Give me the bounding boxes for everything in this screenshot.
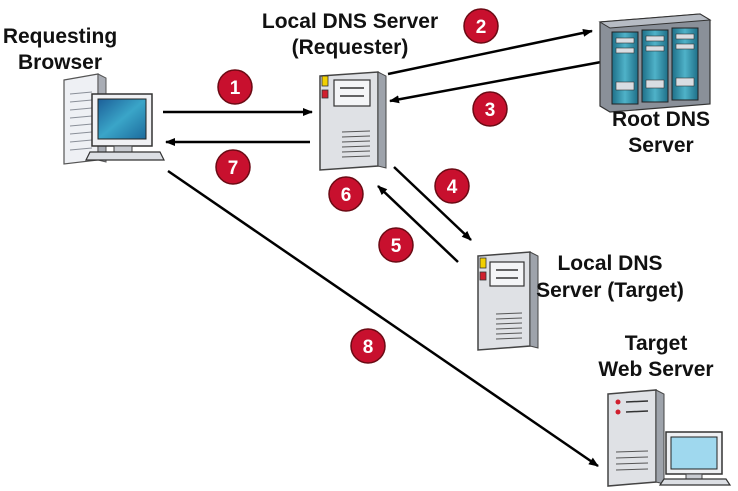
label-line: Local DNS <box>557 252 662 275</box>
step-number: 8 <box>363 337 374 358</box>
step-number: 6 <box>341 185 352 206</box>
label-line: Local DNS Server <box>262 10 438 33</box>
label-line: Root DNS <box>612 108 710 131</box>
step-badge-7: 7 <box>215 149 251 185</box>
step-badge-6: 6 <box>328 176 364 212</box>
arrow-step-2 <box>387 28 593 76</box>
step-badge-3: 3 <box>472 91 508 127</box>
label-target-web-server: Target Web Server <box>598 332 713 381</box>
arrow-step-8 <box>167 169 599 468</box>
arrow-step-4 <box>393 166 472 241</box>
server-with-monitor-icon <box>607 389 732 487</box>
step-badge-8: 8 <box>350 328 386 364</box>
arrow-step-3 <box>389 58 613 104</box>
label-line: Web Server <box>598 358 713 381</box>
step-badge-1: 1 <box>217 69 253 105</box>
label-requesting-browser: Requesting Browser <box>3 25 117 74</box>
label-line: Target <box>625 332 688 355</box>
label-local-dns-requester: Local DNS Server (Requester) <box>262 10 438 59</box>
step-number: 3 <box>485 100 496 121</box>
label-line: Server <box>628 134 693 157</box>
server-tower-icon <box>477 251 539 351</box>
step-badge-4: 4 <box>434 168 470 204</box>
step-number: 5 <box>391 236 402 257</box>
label-line: Server (Target) <box>536 279 684 302</box>
step-number: 4 <box>447 177 458 198</box>
step-number: 7 <box>228 158 239 179</box>
server-tower-icon <box>319 71 387 171</box>
desktop-computer-icon <box>63 73 165 165</box>
label-line: Browser <box>18 51 102 74</box>
step-number: 2 <box>476 17 487 38</box>
arrow-step-5 <box>377 185 459 263</box>
step-badge-5: 5 <box>378 227 414 263</box>
step-number: 1 <box>230 78 241 99</box>
step-badge-2: 2 <box>463 8 499 44</box>
label-root-dns: Root DNS Server <box>612 108 710 157</box>
step-badges: 1 2 3 4 5 6 7 8 <box>215 8 508 364</box>
label-line: Requesting <box>3 25 117 48</box>
flow-arrows <box>163 28 613 468</box>
server-rack-icon <box>598 13 712 113</box>
label-local-dns-target: Local DNS Server (Target) <box>536 252 684 302</box>
label-line: (Requester) <box>292 36 409 59</box>
